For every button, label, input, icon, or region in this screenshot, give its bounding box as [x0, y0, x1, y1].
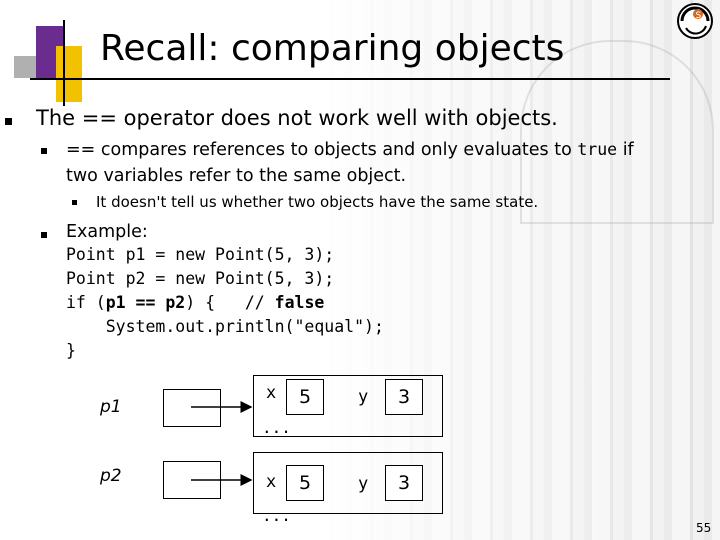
field-name-y: y [358, 474, 369, 494]
decor-vertical-line [63, 20, 65, 106]
sub-bullet-compares-line2: two variables refer to the same object. [66, 166, 407, 186]
university-seal-icon: S [677, 3, 713, 39]
bullet-marker [41, 232, 47, 238]
true-keyword: true [577, 140, 618, 159]
point-object-1 [253, 375, 443, 437]
compares-text-end: if [617, 140, 634, 160]
title-underline [30, 78, 670, 80]
bullet-operator: The == operator does not work well with … [36, 106, 558, 130]
bullet-marker [5, 118, 12, 125]
sub-sub-bullet-state: It doesn't tell us whether two objects h… [96, 193, 539, 211]
sub-bullet-compares: == compares references to objects and on… [66, 140, 634, 160]
field-value-x: 5 [286, 379, 324, 415]
code-line: Point p1 = new Point(5, 3); [66, 245, 335, 264]
bullet-marker [41, 148, 47, 154]
field-name-y: y [358, 387, 369, 407]
reference-box-p1 [163, 389, 221, 427]
decor-yellow-block [56, 46, 82, 102]
variable-label-p1: p1 [100, 397, 122, 417]
svg-text:S: S [696, 11, 702, 21]
compares-text: == compares references to objects and on… [66, 140, 578, 160]
code-line: } [66, 341, 76, 360]
field-value-y: 3 [385, 379, 423, 415]
point-object-2 [253, 452, 443, 514]
field-value-x: 5 [286, 465, 324, 501]
slide-title: Recall: comparing objects [100, 28, 565, 69]
code-example: Point p1 = new Point(5, 3); Point p2 = ne… [66, 243, 384, 363]
code-line: System.out.println("equal"); [66, 317, 384, 336]
reference-box-p2 [163, 461, 221, 499]
field-name-x: x [266, 383, 277, 403]
variable-label-p2: p2 [100, 466, 122, 486]
sub-bullet-example: Example: [66, 222, 148, 242]
more-fields: ... [262, 418, 291, 437]
code-line: if (p1 == p2) { // false [66, 293, 325, 312]
page-number: 55 [696, 521, 712, 535]
more-fields: ... [262, 506, 291, 525]
code-line: Point p2 = new Point(5, 3); [66, 269, 335, 288]
field-value-y: 3 [385, 465, 423, 501]
field-name-x: x [266, 472, 277, 492]
background-arch [520, 40, 714, 224]
bullet-marker [72, 200, 77, 205]
